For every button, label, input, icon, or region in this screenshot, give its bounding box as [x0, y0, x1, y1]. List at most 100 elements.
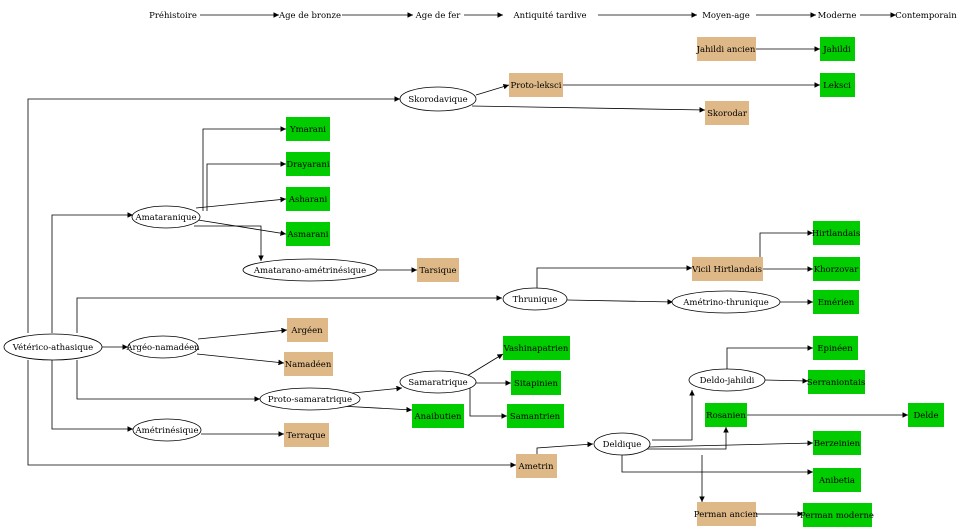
node-label: Vicil Hirtlandais [691, 265, 762, 275]
node-tarsique: Tarsique [417, 258, 459, 282]
edge-ametrin-deldique [536, 441, 594, 456]
node-amataramet: Amatarano-amétrinésique [242, 258, 378, 282]
node-argeen: Argéen [287, 318, 328, 342]
node-label: Epinéen [817, 343, 853, 354]
edge-amataranique-ymarani [202, 126, 286, 211]
era-label: Préhistoire [149, 10, 197, 21]
edges [27, 46, 908, 517]
node-rosanien: Rosanien [705, 403, 747, 427]
node-label: Proto-leksci [510, 81, 561, 91]
edge-deldique-berzeinien [648, 440, 814, 448]
node-serraniontais: Serraniontais [807, 370, 865, 394]
node-label: Samantrien [510, 412, 561, 422]
node-samantrien: Samantrien [507, 404, 564, 428]
node-berzeinien: Berzeinien [813, 431, 861, 455]
node-epineen: Epinéen [813, 336, 858, 360]
node-deldojahildi: Deldo-jahildi [688, 368, 766, 392]
node-protosamaratrique: Proto-samaratrique [259, 387, 361, 411]
node-label: Perman ancien [694, 510, 759, 520]
node-ametrinothrunique: Amétrino-thrunique [671, 290, 781, 314]
proto-nodes: Vétérico-athasique Skorodavique Amataran… [3, 86, 781, 456]
node-label: Rosanien [706, 411, 746, 421]
node-terraque: Terraque [284, 423, 329, 447]
node-skorodar: Skorodar [705, 101, 749, 125]
node-label: Leksci [823, 81, 851, 91]
edge-skorodavique-skorodar [471, 105, 706, 113]
edge-samaratrique-vashinapatrien [466, 353, 504, 377]
node-asharani: Asharani [286, 187, 330, 211]
node-drayarani: Drayarani [286, 152, 330, 176]
edge-deldique-anibetia [621, 455, 813, 475]
node-label: Berzeinien [814, 439, 861, 449]
node-asmarani: Asmarani [286, 222, 330, 246]
edge-deldique-deldojahildi [652, 390, 695, 441]
node-delde: Delde [908, 403, 944, 427]
era-label: Moderne [818, 11, 857, 21]
edge-skorodavique-protoleksci [475, 83, 510, 96]
edge-vetero-skorodavique [27, 96, 400, 333]
living-nodes: Jahildi Leksci Ymarani Drayarani Asharan… [286, 37, 944, 527]
edge-deldique-rosanien [647, 427, 729, 450]
node-skorodavique: Skorodavique [399, 86, 477, 112]
node-ametrinesique: Amétrinésique [132, 418, 202, 442]
node-khorzovar: Khorzovar [813, 257, 860, 281]
edge-deldojahildi-serraniontais [764, 378, 809, 384]
node-jahildiancien: Jahildi ancien [696, 37, 756, 61]
node-label: Perman moderne [800, 511, 874, 521]
node-label: Vashinapatrien [503, 344, 569, 354]
node-label: Amatarano-amétrinésique [253, 265, 366, 276]
node-leksci: Leksci [820, 73, 855, 97]
node-deldique: Deldique [593, 432, 651, 456]
era-label: Moyen-age [702, 11, 750, 21]
node-label: Jahildi ancien [696, 45, 756, 55]
edge-vetero-protosamaratrique [76, 360, 260, 402]
edge-amataranique-amataramet [194, 225, 264, 261]
node-label: Proto-samaratrique [268, 395, 352, 405]
edge-amataranique-asmarani [197, 219, 287, 236]
era-label: Age de fer [415, 11, 462, 21]
node-label: Emérien [818, 297, 855, 308]
edge-vetero-amataranique [51, 212, 133, 333]
node-label: Argéo-namadéen [125, 342, 200, 353]
node-label: Skorodar [707, 109, 748, 119]
node-vetero: Vétérico-athasique [3, 333, 103, 361]
edge-deldojahildi-epineen [726, 345, 813, 370]
edge-thrunique-vicil [536, 265, 692, 289]
timeline: Préhistoire Age de bronze Age de fer Ant… [149, 10, 957, 21]
node-label: Deldique [603, 440, 642, 450]
node-vicilhirtlandais: Vicil Hirtlandais [691, 257, 763, 281]
node-label: Anaibutien [414, 412, 462, 422]
era-label: Contemporain [895, 11, 957, 21]
edge-thrunique-ametrinothrunique [566, 299, 674, 305]
era-label: Antiquité tardive [512, 10, 586, 21]
edge-protosamaratrique-anaibutien [339, 405, 413, 413]
node-label: Jahildi [822, 45, 851, 55]
node-amataranique: Amataranique [131, 205, 201, 229]
era-label: Age de bronze [278, 11, 341, 21]
node-label: Samaratrique [408, 378, 467, 388]
edge-vicil-hirtlandais [759, 230, 813, 258]
node-label: Amataranique [134, 213, 196, 223]
node-label: Skorodavique [408, 95, 467, 105]
node-jahildi: Jahildi [820, 37, 855, 61]
node-permanmoderne: Perman moderne [800, 503, 874, 527]
edge-amataranique-drayarani [206, 161, 286, 211]
node-label: Argéen [290, 325, 323, 336]
node-thrunique: Thrunique [502, 287, 568, 311]
node-hirtlandais: Hirtlandais [812, 221, 860, 245]
node-label: Vétérico-athasique [12, 342, 93, 353]
node-label: Anibetia [818, 476, 855, 486]
node-label: Tarsique [419, 266, 456, 276]
node-permanancien: Perman ancien [694, 502, 759, 526]
node-vashinapatrien: Vashinapatrien [503, 336, 570, 360]
node-label: Amétrino-thrunique [682, 297, 768, 308]
edge-argeonamadeen-namadeen [196, 353, 285, 366]
edge-vetero-thrunique [76, 295, 502, 333]
node-ymarani: Ymarani [286, 117, 330, 141]
edge-vetero-ametrinesique [51, 360, 133, 432]
node-label: Namadéen [285, 359, 332, 370]
node-label: Asharani [288, 195, 328, 205]
node-label: Sitapinien [514, 379, 558, 389]
node-label: Drayarani [286, 160, 329, 170]
node-sitapinien: Sitapinien [511, 371, 561, 395]
